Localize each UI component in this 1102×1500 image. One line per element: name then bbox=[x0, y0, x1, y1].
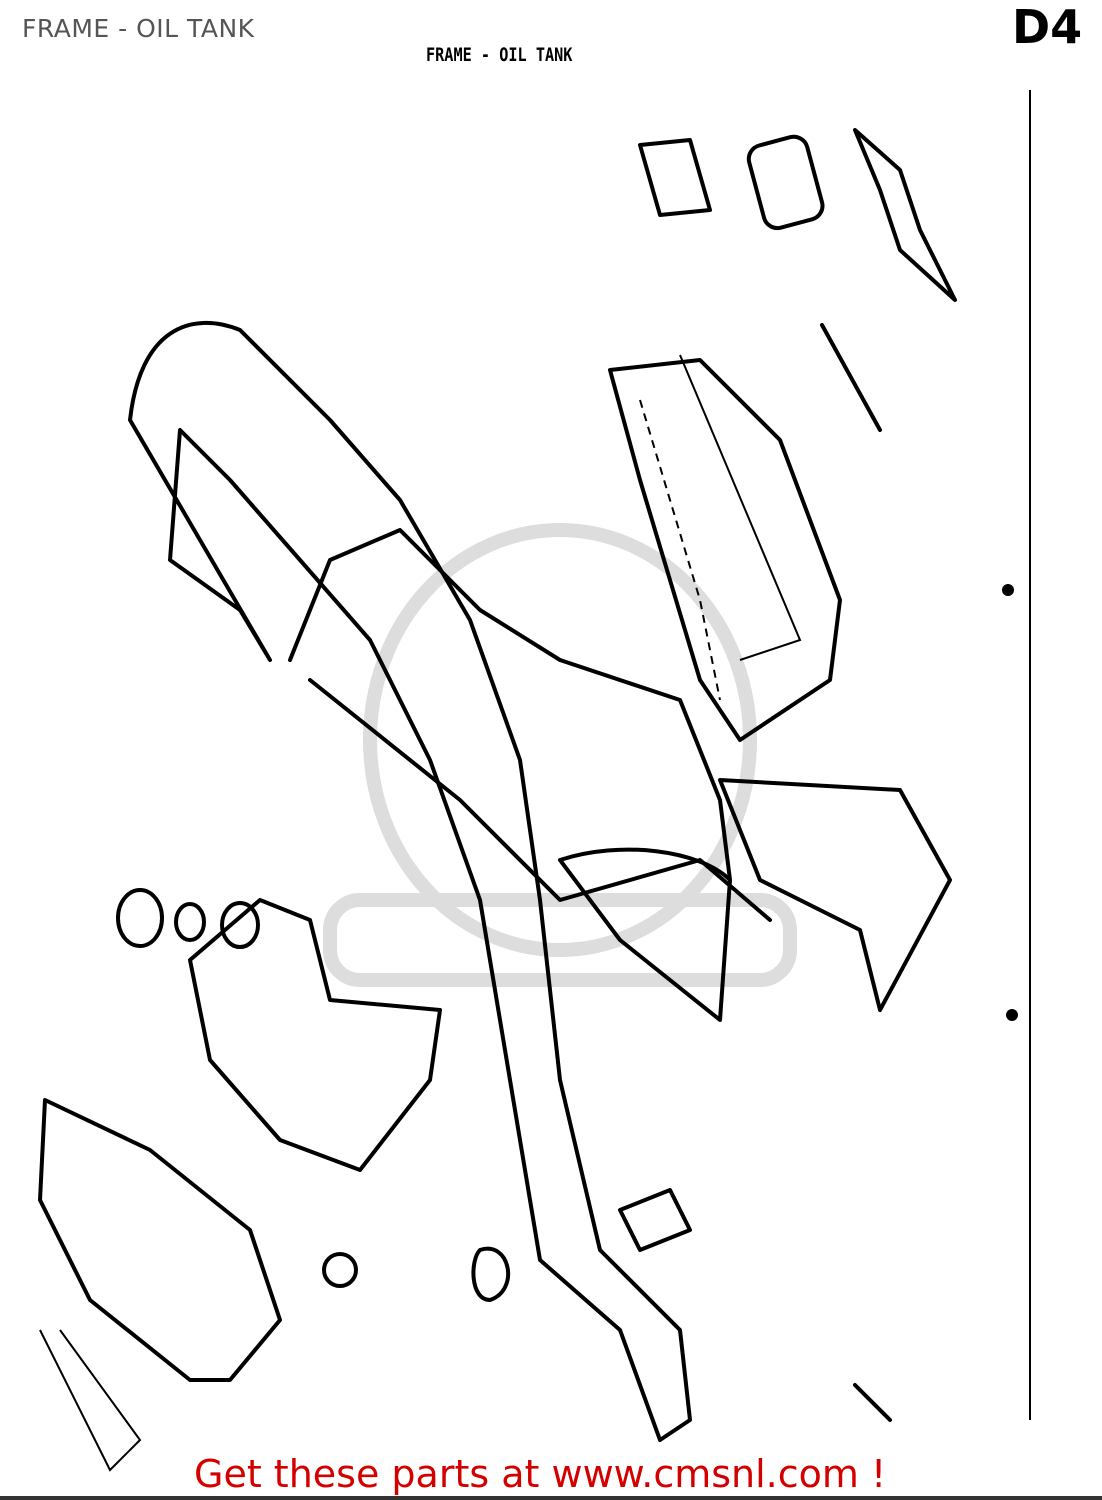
side-cover-left bbox=[38, 1098, 358, 1472]
bottom-border bbox=[0, 1496, 1102, 1500]
diagram-heading: FRAME - OIL TANK bbox=[426, 44, 573, 66]
frame-drawing bbox=[128, 321, 952, 1442]
scan-marks bbox=[853, 90, 1031, 1422]
watermark-logo bbox=[323, 523, 797, 987]
oil-tank bbox=[116, 888, 442, 1172]
emblems bbox=[638, 128, 957, 432]
page-code: D4 bbox=[1012, 0, 1083, 54]
side-cover-right bbox=[608, 354, 842, 742]
page-title: FRAME - OIL TANK bbox=[22, 14, 255, 43]
cmsnl-parts-link[interactable]: Get these parts at www.cmsnl.com ! bbox=[194, 1452, 887, 1496]
